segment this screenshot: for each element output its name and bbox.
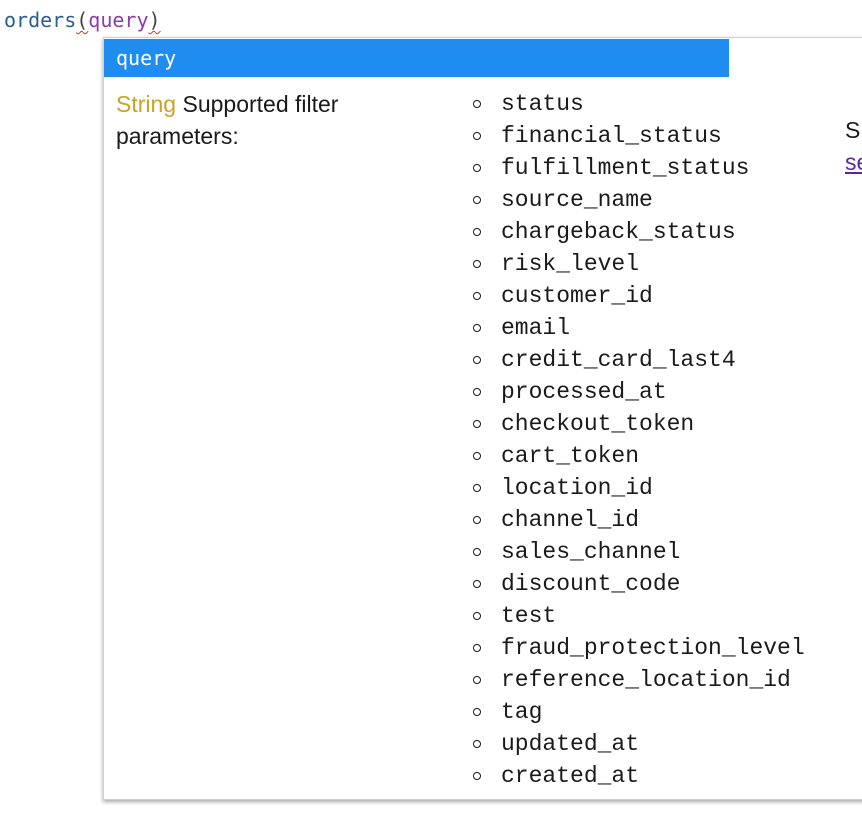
filter-param-item: fulfillment_status bbox=[469, 152, 805, 184]
filter-param-name: risk_level bbox=[501, 251, 640, 277]
open-paren-token: ( bbox=[76, 8, 89, 32]
filter-param-item: source_name bbox=[469, 184, 805, 216]
filter-param-list: status financial_status fulfillment_status… bbox=[469, 88, 805, 792]
filter-param-name: updated_at bbox=[501, 731, 640, 757]
hollow-bullet-icon bbox=[473, 260, 481, 268]
filter-param-name: created_at bbox=[501, 763, 640, 789]
param-token[interactable]: query bbox=[88, 8, 149, 32]
filter-param-name: credit_card_last4 bbox=[501, 347, 736, 373]
hollow-bullet-icon bbox=[473, 292, 481, 300]
filter-param-name: sales_channel bbox=[501, 539, 681, 565]
filter-param-item: reference_location_id bbox=[469, 664, 805, 696]
function-name-token[interactable]: orders bbox=[4, 8, 77, 32]
filter-param-name: financial_status bbox=[501, 123, 722, 149]
hollow-bullet-icon bbox=[473, 356, 481, 364]
description-text: Supported filter parameters: bbox=[116, 91, 339, 149]
truncated-link[interactable]: se bbox=[845, 149, 862, 175]
filter-param-item: financial_status bbox=[469, 120, 805, 152]
filter-param-name: source_name bbox=[501, 187, 653, 213]
hollow-bullet-icon bbox=[473, 388, 481, 396]
filter-param-item: tag bbox=[469, 696, 805, 728]
code-line[interactable]: orders(query) bbox=[4, 6, 161, 34]
filter-param-item: checkout_token bbox=[469, 408, 805, 440]
hollow-bullet-icon bbox=[473, 612, 481, 620]
filter-param-item: processed_at bbox=[469, 376, 805, 408]
filter-param-name: chargeback_status bbox=[501, 219, 736, 245]
hollow-bullet-icon bbox=[473, 708, 481, 716]
filter-param-name: cart_token bbox=[501, 443, 640, 469]
filter-param-item: location_id bbox=[469, 472, 805, 504]
hollow-bullet-icon bbox=[473, 772, 481, 780]
filter-param-item: status bbox=[469, 88, 805, 120]
filter-param-name: test bbox=[501, 603, 557, 629]
hollow-bullet-icon bbox=[473, 580, 481, 588]
filter-param-name: fraud_protection_level bbox=[501, 635, 805, 661]
filter-param-name: status bbox=[501, 91, 584, 117]
filter-param-name: checkout_token bbox=[501, 411, 695, 437]
type-label: String bbox=[116, 91, 177, 117]
hollow-bullet-icon bbox=[473, 452, 481, 460]
filter-param-name: tag bbox=[501, 699, 543, 725]
filter-param-name: discount_code bbox=[501, 571, 681, 597]
filter-param-item: risk_level bbox=[469, 248, 805, 280]
hollow-bullet-icon bbox=[473, 164, 481, 172]
hollow-bullet-icon bbox=[473, 420, 481, 428]
hollow-bullet-icon bbox=[473, 644, 481, 652]
hollow-bullet-icon bbox=[473, 100, 481, 108]
param-description: String Supported filter parameters: bbox=[116, 88, 416, 152]
filter-param-item: channel_id bbox=[469, 504, 805, 536]
hollow-bullet-icon bbox=[473, 324, 481, 332]
filter-param-item: discount_code bbox=[469, 568, 805, 600]
hollow-bullet-icon bbox=[473, 484, 481, 492]
filter-param-item: updated_at bbox=[469, 728, 805, 760]
hollow-bullet-icon bbox=[473, 676, 481, 684]
close-paren-token: ) bbox=[148, 8, 161, 32]
filter-param-item: email bbox=[469, 312, 805, 344]
filter-param-name: reference_location_id bbox=[501, 667, 791, 693]
filter-param-item: sales_channel bbox=[469, 536, 805, 568]
filter-param-item: cart_token bbox=[469, 440, 805, 472]
filter-param-name: location_id bbox=[501, 475, 653, 501]
filter-param-name: processed_at bbox=[501, 379, 667, 405]
filter-param-name: email bbox=[501, 315, 571, 341]
popup-header[interactable]: query bbox=[104, 39, 729, 77]
hollow-bullet-icon bbox=[473, 740, 481, 748]
filter-param-item: fraud_protection_level bbox=[469, 632, 805, 664]
filter-param-item: credit_card_last4 bbox=[469, 344, 805, 376]
hollow-bullet-icon bbox=[473, 548, 481, 556]
signature-help-popup: query String Supported filter parameters… bbox=[103, 37, 862, 800]
filter-param-name: fulfillment_status bbox=[501, 155, 750, 181]
filter-param-name: channel_id bbox=[501, 507, 640, 533]
filter-param-item: test bbox=[469, 600, 805, 632]
filter-param-name: customer_id bbox=[501, 283, 653, 309]
filter-param-item: customer_id bbox=[469, 280, 805, 312]
hollow-bullet-icon bbox=[473, 516, 481, 524]
hollow-bullet-icon bbox=[473, 228, 481, 236]
truncated-text: S bbox=[845, 117, 861, 143]
filter-param-item: chargeback_status bbox=[469, 216, 805, 248]
filter-param-item: created_at bbox=[469, 760, 805, 792]
hollow-bullet-icon bbox=[473, 132, 481, 140]
hollow-bullet-icon bbox=[473, 196, 481, 204]
popup-header-label: query bbox=[116, 46, 177, 70]
